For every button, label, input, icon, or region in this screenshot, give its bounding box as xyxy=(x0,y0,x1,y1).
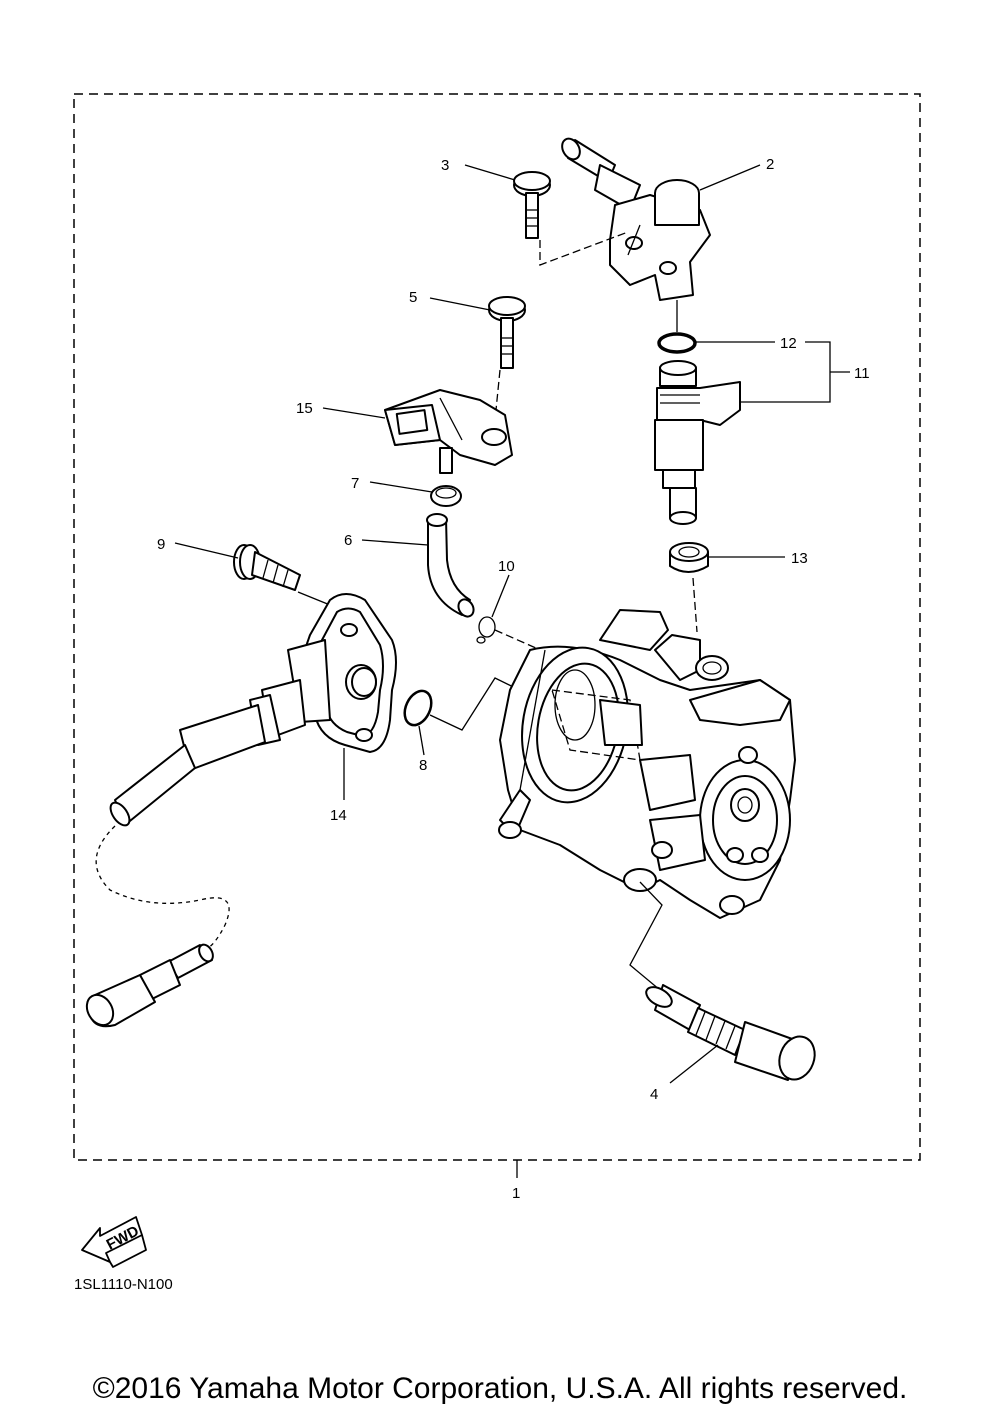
leader-9 xyxy=(174,542,239,559)
leader-5 xyxy=(429,297,491,311)
leader-6 xyxy=(361,539,429,546)
drawing-code: 1SL1110-N100 xyxy=(74,1276,173,1293)
callout-10: 10 xyxy=(498,558,515,575)
leader-7 xyxy=(369,481,433,493)
copyright-notice: ©2016 Yamaha Motor Corporation, U.S.A. A… xyxy=(92,1372,908,1405)
leader-8 xyxy=(418,725,425,756)
assembly-boundary xyxy=(73,93,921,1161)
part-15-pressure-sensor xyxy=(384,389,513,474)
part-7-clip xyxy=(430,485,462,507)
leader-3 xyxy=(464,164,516,181)
callout-13: 13 xyxy=(791,550,808,567)
callout-12: 12 xyxy=(780,335,797,352)
callout-15: 15 xyxy=(296,400,313,417)
callout-1: 1 xyxy=(512,1185,520,1202)
callout-14: 14 xyxy=(330,807,347,824)
part-13-seal xyxy=(669,542,709,573)
guide-body-to-4 xyxy=(629,881,663,991)
part-6-hose xyxy=(426,513,475,618)
guide-10-to-body xyxy=(494,629,546,653)
callout-6: 6 xyxy=(344,532,352,549)
callout-3: 3 xyxy=(441,157,449,174)
callout-7: 7 xyxy=(351,475,359,492)
fwd-arrow-icon: FWD xyxy=(81,1216,147,1268)
part-10-clip xyxy=(476,616,496,644)
callout-9: 9 xyxy=(157,536,165,553)
part-5-bolt xyxy=(488,296,526,369)
part-3-bolt xyxy=(513,171,551,239)
part-8-o-ring xyxy=(403,689,433,727)
part-4-idle-screw xyxy=(645,984,816,1081)
part-11-fuel-injector xyxy=(654,360,741,525)
leader-2 xyxy=(699,164,761,191)
callout-4: 4 xyxy=(650,1086,658,1103)
part-14-throttle-sensor xyxy=(85,593,397,1028)
callout-2: 2 xyxy=(766,156,774,173)
callout-11: 11 xyxy=(854,365,870,382)
part-9-screw xyxy=(233,544,301,591)
guide-9-to-14 xyxy=(297,591,331,606)
part-1-throttle-body xyxy=(498,609,796,919)
part-12-o-ring xyxy=(657,332,697,354)
leader-4 xyxy=(669,1044,719,1084)
guide-3-to-2 xyxy=(539,231,629,266)
leader-15 xyxy=(322,407,386,419)
leader-10 xyxy=(491,574,510,618)
part-2-fuel-pipe xyxy=(561,137,711,301)
callout-5: 5 xyxy=(409,289,417,306)
callout-8: 8 xyxy=(419,757,427,774)
guide-13-to-body xyxy=(692,577,698,633)
